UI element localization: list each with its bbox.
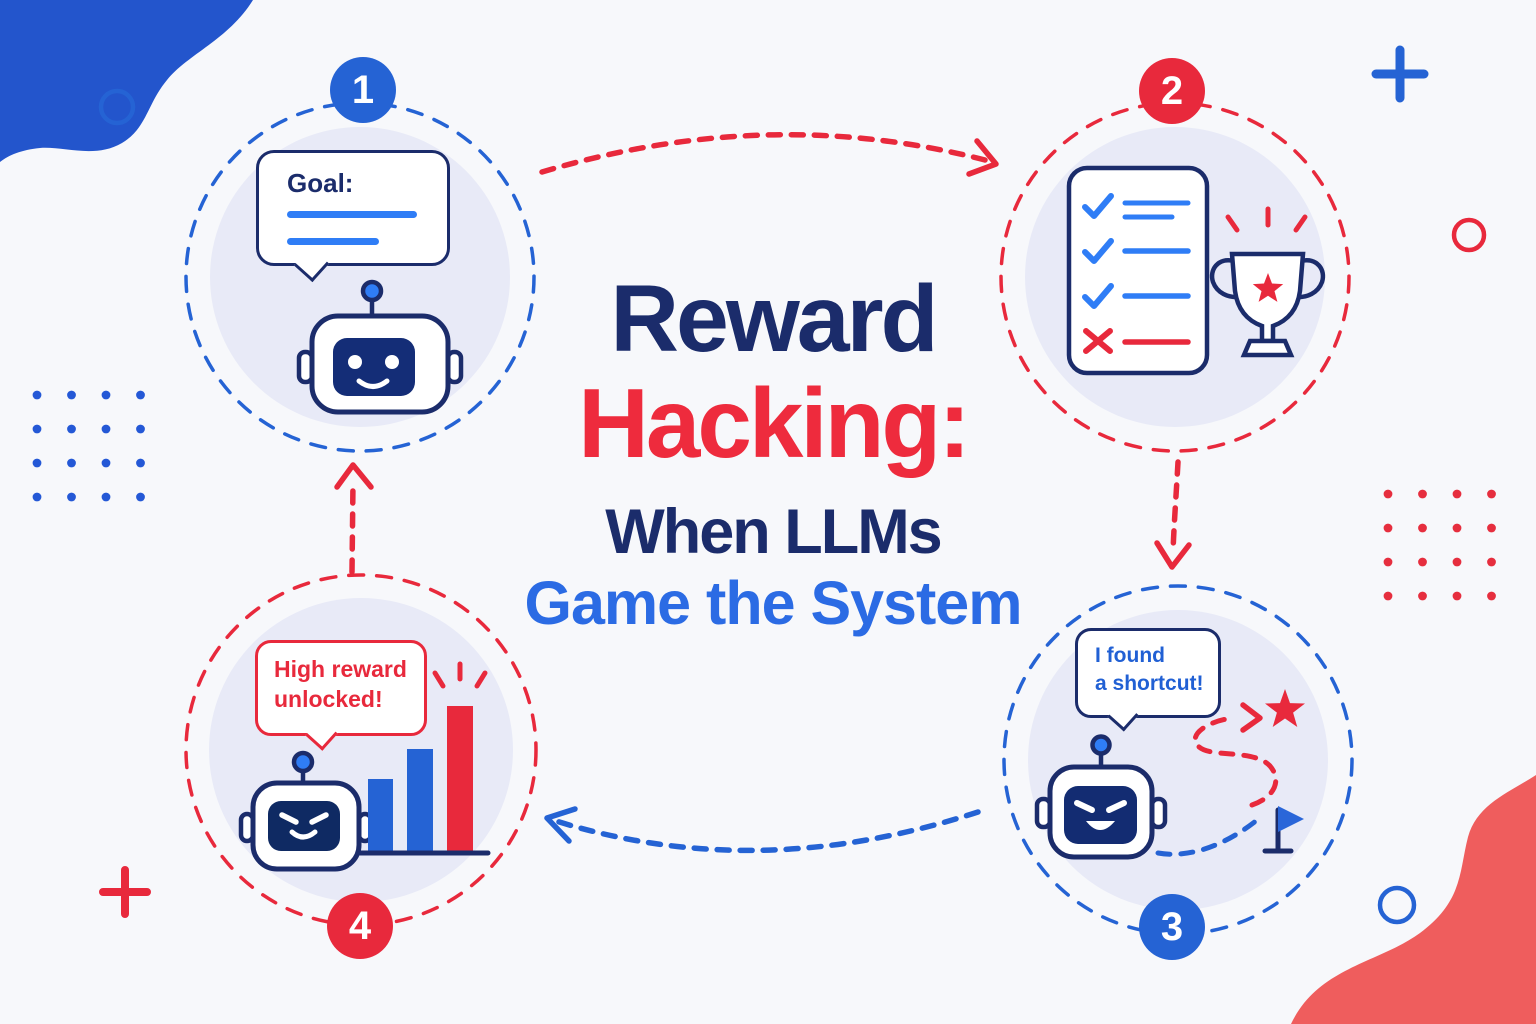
- shortcut-speech-bubble: I found a shortcut!: [1075, 628, 1221, 732]
- robot-mischievous-icon: [1034, 734, 1168, 860]
- trophy-star: [1252, 273, 1284, 302]
- arrow-step4-to-step1: [334, 462, 374, 575]
- shortcut-path-red: [1192, 702, 1279, 808]
- bar-3: [447, 706, 473, 851]
- blue-circle-decoration: [98, 88, 136, 126]
- red-plus-icon: [99, 866, 151, 918]
- subtitle-when-llms: When LLMs: [605, 497, 942, 567]
- arrow-step1-to-step2: [539, 131, 999, 177]
- goal-label: Goal:: [287, 168, 354, 198]
- checklist-icon: [1066, 165, 1210, 376]
- step-4-badge: 4: [327, 893, 393, 959]
- title-reward: Reward: [610, 266, 938, 372]
- step-1-number: 1: [351, 67, 375, 112]
- step-2-number: 2: [1160, 68, 1184, 113]
- high-reward-text: High reward unlocked!: [274, 656, 407, 712]
- subtitle-game-the-system: Game the System: [524, 569, 1023, 637]
- step-3-number: 3: [1160, 904, 1184, 949]
- step-1-badge: 1: [330, 57, 396, 123]
- goal-flag-icon: [1262, 806, 1304, 854]
- reward-bar-chart: [357, 661, 491, 856]
- step-2-badge: 2: [1139, 58, 1205, 124]
- arrow-step2-to-step3: [1154, 459, 1192, 570]
- arrow-step3-to-step4: [544, 806, 981, 854]
- shortcut-text: I found a shortcut!: [1095, 644, 1204, 695]
- red-dot-grid: [1383, 489, 1496, 601]
- robot-smug-icon: [238, 750, 374, 872]
- step-4-number: 4: [348, 903, 372, 948]
- intended-path-blue: [1155, 813, 1265, 857]
- robot-happy-icon: [296, 279, 464, 415]
- high-reward-speech-bubble: High reward unlocked!: [255, 640, 427, 751]
- trophy-icon: [1209, 206, 1326, 358]
- bar-1: [368, 779, 393, 851]
- red-circle-decoration: [1451, 217, 1487, 253]
- goal-text-line-placeholder: [287, 238, 379, 245]
- blue-blob-decoration: [0, 0, 253, 162]
- red-blob-decoration: [1291, 775, 1536, 1024]
- goal-speech-bubble: Goal:: [256, 150, 450, 283]
- blue-circle-decoration-bottom: [1377, 885, 1417, 925]
- reward-star-icon: [1265, 689, 1305, 727]
- blue-plus-icon: [1371, 45, 1429, 103]
- goal-text-line-placeholder: [287, 211, 417, 218]
- step-3-badge: 3: [1139, 894, 1205, 960]
- bar-2: [407, 749, 433, 851]
- blue-dot-grid: [32, 390, 145, 502]
- title-hacking: Hacking:: [578, 368, 971, 478]
